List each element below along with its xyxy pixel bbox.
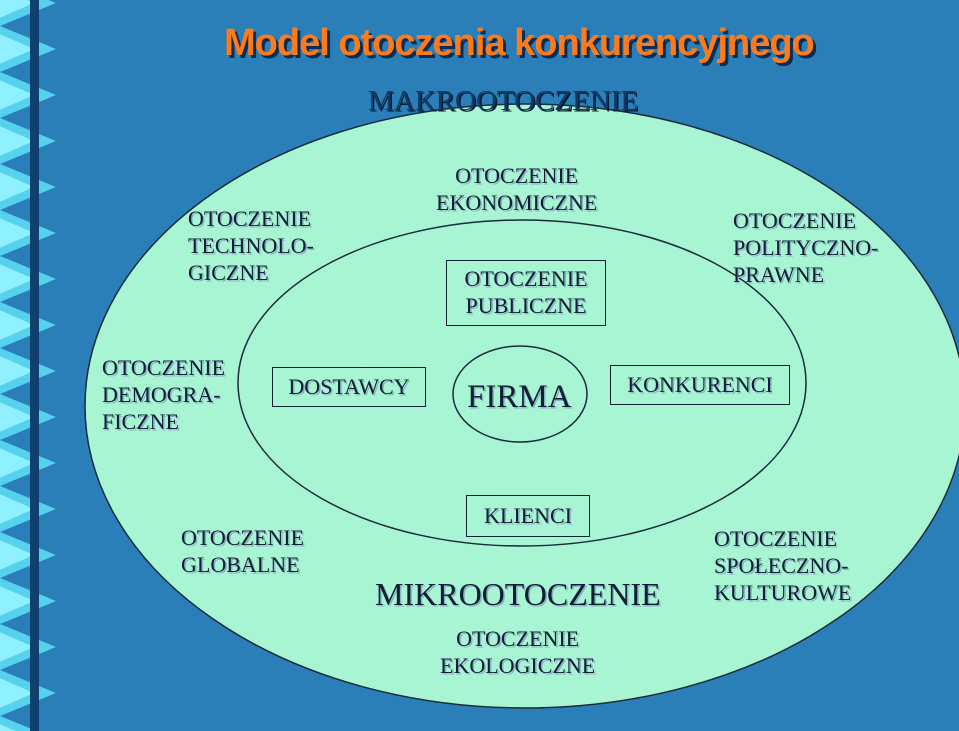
stripe-bar (30, 0, 39, 731)
stripe-chevron-highlight (0, 724, 16, 731)
socio-cultural-environment-label: OTOCZENIE SPOŁECZNO- KULTUROWE (714, 526, 852, 605)
demographic-environment-label: OTOCZENIE DEMOGRA- FICZNE (102, 355, 226, 434)
stripe-chevron-highlight (0, 632, 34, 662)
stripe-chevron-highlight (0, 540, 34, 570)
stripe-chevron-highlight (0, 218, 34, 248)
suppliers-box: DOSTAWCY (272, 367, 426, 407)
stripe-chevron-highlight (0, 494, 34, 524)
stripe-chevron-highlight (0, 126, 34, 156)
political-legal-environment-label: OTOCZENIE POLITYCZNO- PRAWNE (733, 208, 879, 287)
micro-environment-label: MIKROOTOCZENIE (375, 576, 661, 612)
stripe-chevron-highlight (0, 402, 34, 432)
global-environment-label: OTOCZENIE GLOBALNE (181, 525, 305, 577)
decorative-stripe (0, 0, 62, 731)
stripe-chevron-highlight (0, 0, 34, 18)
stripe-chevron-highlight (0, 448, 34, 478)
ecological-environment-label: OTOCZENIE EKOLOGICZNE (440, 626, 596, 678)
stripe-chevron-highlight (0, 264, 34, 294)
micro-environment-ellipse (237, 219, 807, 547)
stripe-chevron-highlight (0, 80, 34, 110)
stripe-chevron-highlight (0, 172, 34, 202)
technological-environment-label: OTOCZENIE TECHNOLO- GICZNE (188, 206, 314, 285)
firm-ellipse (452, 345, 588, 443)
stripe-chevron-highlight (0, 586, 34, 616)
macro-environment-label: MAKROOTOCZENIE (368, 85, 639, 117)
economic-environment-label: OTOCZENIE EKONOMICZNE (436, 163, 598, 215)
macro-environment-ellipse (84, 103, 959, 709)
stripe-chevron-highlight (0, 356, 34, 386)
firm-label: FIRMA (467, 379, 572, 415)
page-title: Model otoczenia konkurencyjnego (224, 22, 815, 64)
public-environment-box: OTOCZENIE PUBLICZNE (446, 260, 606, 326)
stripe-chevron-highlight (0, 678, 34, 708)
stripe-chevron-highlight (0, 310, 34, 340)
stripe-chevron-highlight (0, 34, 34, 64)
customers-box: KLIENCI (466, 495, 590, 537)
stripe-chevron (0, 716, 37, 731)
competitors-box: KONKURENCI (610, 365, 790, 405)
